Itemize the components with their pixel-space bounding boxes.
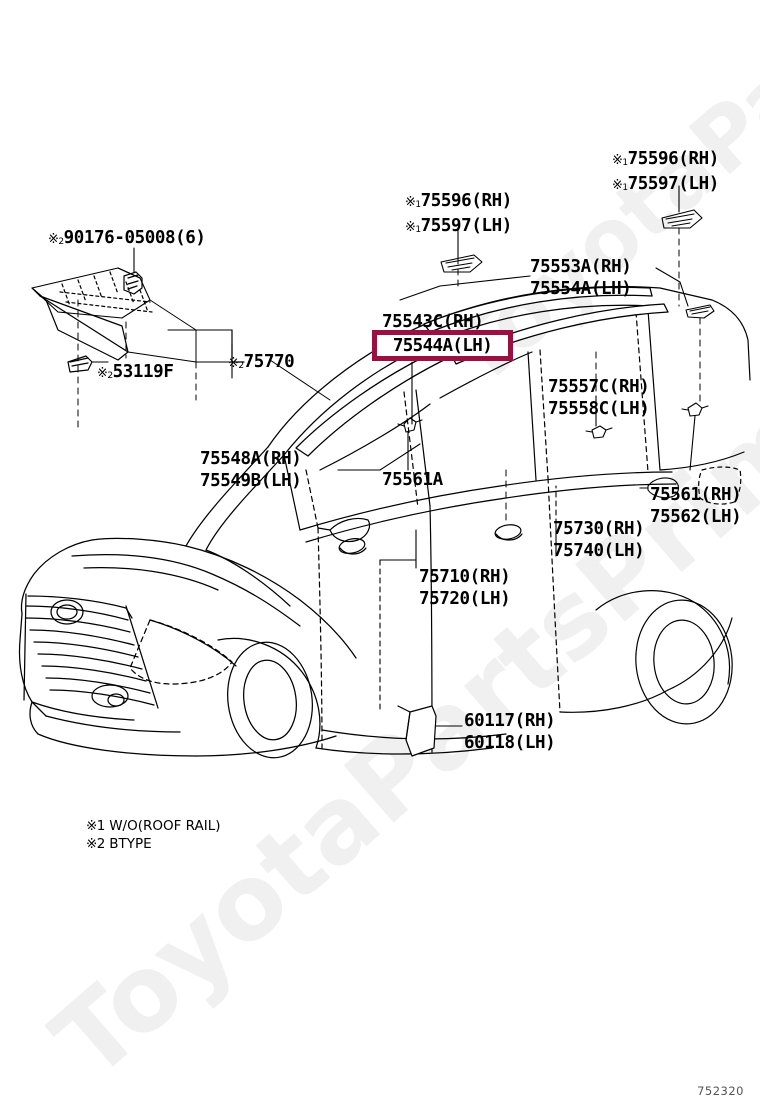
clip-53119F-part (67, 355, 93, 373)
part-number: 75543C(RH) (382, 312, 484, 332)
part-number: 75770 (243, 352, 295, 372)
label-75543C: 75543C(RH) (382, 312, 484, 333)
part-number: 75597(LH) (627, 174, 720, 194)
footnote-text: BTYPE (109, 836, 152, 852)
part-number: 75561(RH) (650, 485, 742, 505)
marker-2-icon: ※2 (48, 232, 64, 247)
clip-75561A-part (397, 417, 423, 471)
marker-1-icon: ※1 (612, 153, 628, 168)
label-90176-05008: ※290176-05008(6) (48, 228, 206, 252)
marker-2-icon: ※2 (228, 356, 244, 371)
part-number: 75562(LH) (650, 507, 742, 527)
rear-quarter-and-spare-wheel (559, 299, 751, 725)
door-and-window-outlines (283, 309, 677, 753)
leader-lines (337, 185, 689, 727)
label-75710-75720: 75710(RH) 75720(LH) (419, 566, 511, 610)
part-number: 75557C(RH) (548, 377, 650, 397)
marker-2-icon: ※2 (97, 366, 113, 381)
label-60117-60118: 60117(RH) 60118(LH) (464, 710, 556, 754)
part-number: 75553A(RH) (530, 257, 632, 277)
label-75596-75597-right: ※175596(RH) ※175597(LH) (612, 148, 719, 198)
part-number: 75710(RH) (419, 567, 511, 587)
part-number: 75558C(LH) (548, 399, 650, 419)
clip-75557-75558-part (585, 425, 613, 439)
label-75548A-75549B: 75548A(RH) 75549B(LH) (200, 448, 302, 492)
part-number: 90176-05008(6) (63, 228, 206, 248)
part-number: 75549B(LH) (200, 471, 302, 491)
roof-moulding-clip-parts (440, 209, 715, 319)
label-53119F: ※253119F (97, 362, 174, 386)
clip-75561-75562-part (681, 402, 709, 471)
footnote-text: W/O(ROOF RAIL) (109, 818, 221, 834)
vehicle-body-outline (18, 285, 713, 759)
marker-2-icon: ※2 (86, 836, 105, 852)
part-number: 60117(RH) (464, 711, 556, 731)
marker-1-icon: ※1 (86, 818, 105, 834)
part-number: 75740(LH) (553, 541, 645, 561)
footnote-2: ※2 BTYPE (86, 836, 152, 852)
part-number: 75548A(RH) (200, 449, 302, 469)
marker-1-icon: ※1 (405, 220, 421, 235)
mudguard-part (397, 705, 437, 757)
label-75596-75597-left: ※175596(RH) ※175597(LH) (405, 190, 512, 240)
marker-1-icon: ※1 (612, 178, 628, 193)
label-75770: ※275770 (228, 352, 295, 376)
part-number: 75730(RH) (553, 519, 645, 539)
label-75730-75740: 75730(RH) 75740(LH) (553, 518, 645, 562)
part-number: 75561A (382, 470, 443, 490)
label-75557C-75558C: 75557C(RH) 75558C(LH) (548, 376, 650, 420)
part-number: 60118(LH) (464, 733, 556, 753)
label-75553A-75554A: 75553A(RH) 75554A(LH) (530, 256, 632, 300)
part-number: 75597(LH) (420, 216, 513, 236)
part-number: 75596(RH) (420, 191, 513, 211)
highlight-box (372, 330, 513, 361)
part-number: 75596(RH) (627, 149, 720, 169)
marker-1-icon: ※1 (405, 195, 421, 210)
label-75561-75562: 75561(RH) 75562(LH) (650, 484, 742, 528)
part-number: 75720(LH) (419, 589, 511, 609)
label-75544A-highlighted: 75544A(LH) (392, 336, 493, 356)
part-number: 53119F (112, 362, 174, 382)
part-number: 75554A(LH) (530, 279, 632, 299)
grommet-clip-part (123, 271, 143, 295)
footnote-1: ※1 W/O(ROOF RAIL) (86, 818, 221, 834)
diagram-id: 752320 (697, 1084, 744, 1098)
label-75561A: 75561A (382, 470, 443, 491)
roof-rail-part-illustration (31, 267, 153, 361)
